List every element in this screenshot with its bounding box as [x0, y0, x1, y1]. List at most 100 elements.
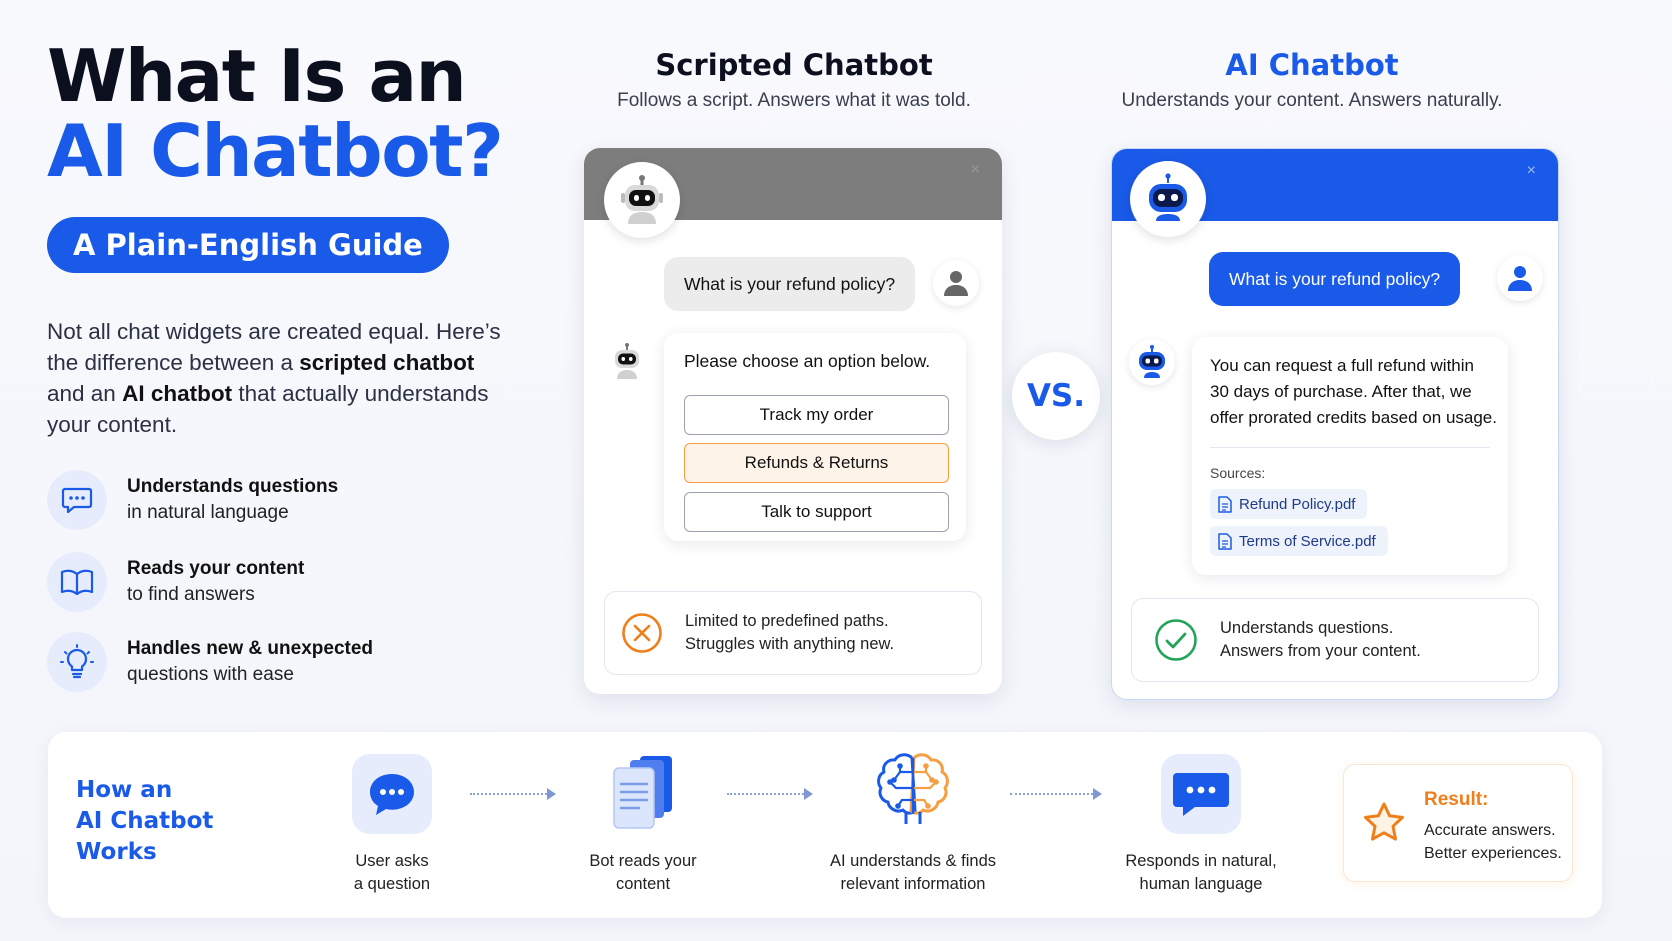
- step-label-line1: Bot reads your: [589, 852, 697, 870]
- flow-arrow: [470, 788, 556, 800]
- feature-understands: Understands questions in natural language: [47, 470, 338, 530]
- result-box: Result: Accurate answers. Better experie…: [1343, 764, 1573, 882]
- robot-icon: [621, 175, 663, 224]
- step-label-line2: human language: [1139, 875, 1263, 893]
- feature-title: Handles new & unexpected: [127, 638, 374, 659]
- scripted-note-line2: Struggles with anything new.: [685, 635, 895, 653]
- option-track-order-button[interactable]: Track my order: [684, 395, 949, 435]
- step-label-line1: Responds in natural,: [1125, 852, 1277, 870]
- how-title-line3: Works: [76, 839, 157, 865]
- how-title-line1: How an: [76, 777, 173, 803]
- robot-icon: [615, 343, 639, 379]
- step-label-line1: AI understands & finds: [829, 852, 996, 870]
- feature-reads-content: Reads your content to find answers: [47, 552, 304, 612]
- step-label-line2: a question: [353, 875, 431, 893]
- brain-icon: [870, 750, 956, 830]
- chat-bubble-icon: [1161, 754, 1241, 834]
- user-icon: [944, 271, 968, 296]
- ai-answer-line3: offer prorated credits based on usage.: [1210, 408, 1497, 427]
- x-circle-icon: [622, 613, 662, 653]
- intro-text-2: and an: [47, 381, 123, 406]
- ai-heading-block: AI Chatbot Understands your content. Ans…: [1102, 48, 1522, 112]
- close-icon[interactable]: ×: [1526, 162, 1536, 179]
- step-ai-understands: AI understands & finds relevant informat…: [808, 753, 1018, 896]
- source-name: Refund Policy.pdf: [1239, 495, 1356, 513]
- sources-label: Sources:: [1210, 465, 1266, 481]
- divider: [1210, 447, 1490, 448]
- step-label-line1: User asks: [355, 852, 429, 870]
- ai-answer-line1: You can request a full refund within: [1210, 356, 1474, 375]
- chat-bubble-icon: [47, 470, 107, 530]
- feature-title: Understands questions: [127, 476, 339, 497]
- open-book-icon: [47, 552, 107, 612]
- hero-title-line2: AI Chatbot?: [47, 109, 504, 194]
- source-chip-terms-of-service[interactable]: Terms of Service.pdf: [1210, 526, 1388, 556]
- feature-sub: questions with ease: [127, 664, 294, 685]
- scripted-user-message: What is your refund policy?: [664, 257, 916, 311]
- ai-note-line2: Answers from your content.: [1220, 642, 1421, 660]
- ai-heading: AI Chatbot: [1225, 48, 1399, 82]
- scripted-bot-avatar: [604, 162, 680, 238]
- user-avatar: [1497, 255, 1543, 301]
- ai-chat-card: × What is your refund policy? You can re…: [1111, 148, 1559, 700]
- scripted-heading: Scripted Chatbot: [655, 48, 933, 82]
- result-title: Result:: [1424, 789, 1489, 810]
- guide-pill: A Plain-English Guide: [47, 217, 449, 273]
- intro-text-3: that actually understands your content.: [47, 381, 489, 437]
- how-title-line2: AI Chatbot: [76, 808, 214, 834]
- ai-user-message: What is your refund policy?: [1209, 252, 1461, 306]
- flow-arrow: [1010, 788, 1102, 800]
- intro-bold-scripted: scripted chatbot: [299, 350, 475, 375]
- user-icon: [1508, 266, 1532, 291]
- step-user-asks: User asks a question: [312, 754, 472, 896]
- step-responds: Responds in natural, human language: [1106, 754, 1296, 896]
- source-name: Terms of Service.pdf: [1239, 532, 1376, 550]
- intro-text-1: Not all chat widgets are created equal. …: [47, 319, 501, 375]
- documents-icon: [600, 750, 686, 832]
- ai-subheading: Understands your content. Answers natura…: [1121, 90, 1503, 111]
- result-line2: Better experiences.: [1424, 845, 1562, 862]
- document-icon: [1218, 495, 1232, 513]
- check-circle-icon: [1155, 619, 1197, 661]
- ai-answer-text: You can request a full refund within 30 …: [1210, 353, 1497, 431]
- star-icon: [1364, 802, 1404, 841]
- intro-bold-ai: AI chatbot: [122, 381, 233, 406]
- scripted-note-line1: Limited to predefined paths.: [685, 612, 889, 630]
- vs-badge: VS.: [1012, 352, 1100, 440]
- intro-paragraph: Not all chat widgets are created equal. …: [47, 316, 507, 440]
- feature-title: Reads your content: [127, 558, 305, 579]
- scripted-bot-small-avatar: [604, 338, 650, 384]
- result-text: Accurate answers. Better experiences.: [1424, 819, 1562, 865]
- source-chip-refund-policy[interactable]: Refund Policy.pdf: [1210, 489, 1368, 519]
- document-icon: [1218, 532, 1232, 550]
- feature-handles-new: Handles new & unexpected questions with e…: [47, 632, 373, 692]
- chat-bubble-icon: [352, 754, 432, 834]
- ai-bot-avatar: [1130, 161, 1206, 237]
- ai-strength-note: Understands questions. Answers from your …: [1131, 598, 1539, 682]
- ai-note-line1: Understands questions.: [1220, 619, 1394, 637]
- feature-sub: in natural language: [127, 502, 289, 523]
- ai-bot-small-avatar: [1129, 339, 1175, 385]
- scripted-heading-block: Scripted Chatbot Follows a script. Answe…: [584, 48, 1004, 112]
- close-icon[interactable]: ×: [970, 161, 980, 178]
- option-refunds-returns-button[interactable]: Refunds & Returns: [684, 443, 949, 483]
- option-talk-support-button[interactable]: Talk to support: [684, 492, 949, 532]
- step-label-line2: content: [615, 875, 671, 893]
- scripted-subheading: Follows a script. Answers what it was to…: [617, 90, 971, 111]
- how-it-works-title: How an AI Chatbot Works: [76, 775, 213, 868]
- step-bot-reads: Bot reads your content: [563, 754, 723, 896]
- lightbulb-icon: [47, 632, 107, 692]
- feature-sub: to find answers: [127, 584, 255, 605]
- hero-title: What Is an AI Chatbot?: [47, 34, 504, 194]
- scripted-bot-panel: Please choose an option below. Track my …: [664, 333, 966, 541]
- robot-icon: [1139, 345, 1165, 378]
- result-line1: Accurate answers.: [1424, 822, 1556, 839]
- hero-title-line1: What Is an: [47, 34, 467, 118]
- step-label-line2: relevant information: [840, 875, 986, 893]
- robot-icon: [1149, 173, 1187, 221]
- ai-answer-panel: You can request a full refund within 30 …: [1192, 337, 1508, 575]
- ai-answer-line2: 30 days of purchase. After that, we: [1210, 382, 1472, 401]
- user-avatar: [933, 260, 979, 306]
- flow-arrow: [727, 788, 813, 800]
- scripted-limitation-note: Limited to predefined paths. Struggles wi…: [604, 591, 982, 675]
